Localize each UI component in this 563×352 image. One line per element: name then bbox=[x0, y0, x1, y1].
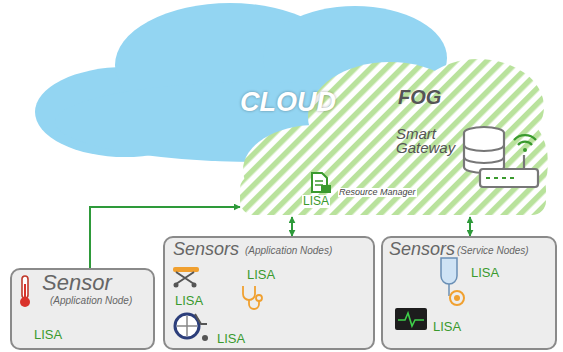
agent-label: LISA bbox=[217, 332, 245, 346]
connector-arrow bbox=[469, 217, 471, 236]
agent-label: LISA bbox=[34, 328, 62, 342]
region-title: CLOUD bbox=[240, 88, 336, 116]
iv-bag-icon bbox=[441, 258, 464, 305]
component-label: Resource Manager bbox=[338, 188, 417, 197]
box-subheading: (Application Nodes) bbox=[245, 246, 332, 257]
connector-arrow bbox=[291, 217, 293, 236]
sensor-group-box: Sensors (Application Nodes) LISA LISA LISA bbox=[163, 236, 375, 350]
box-subheading: (Application Node) bbox=[50, 296, 132, 307]
gateway-label: Smart Gateway bbox=[396, 127, 460, 156]
agent-label: LISA bbox=[433, 320, 461, 334]
box-subheading: (Service Nodes) bbox=[457, 246, 529, 257]
stretcher-icon bbox=[173, 267, 199, 288]
fog-region: FOG Smart GatewayLISA Resource Manager bbox=[240, 55, 548, 217]
box-heading: Sensor bbox=[42, 271, 112, 294]
sensor-group-box: Sensors(Service Nodes) LISA LISA bbox=[381, 236, 557, 350]
region-title: FOG bbox=[398, 87, 441, 108]
monitor-icon bbox=[395, 308, 427, 330]
thermometer-icon bbox=[20, 276, 30, 307]
agent-label: LISA bbox=[302, 195, 330, 208]
agent-label: LISA bbox=[175, 294, 203, 308]
resource-manager-icon bbox=[312, 173, 331, 193]
box-heading: Sensors bbox=[173, 240, 239, 259]
stethoscope-icon bbox=[243, 286, 262, 309]
box-heading: Sensors bbox=[389, 240, 455, 259]
agent-label: LISA bbox=[471, 266, 499, 280]
gateway-icon bbox=[464, 127, 538, 187]
agent-label: LISA bbox=[247, 268, 275, 282]
sensor-box: Sensor (Application Node) LISA bbox=[10, 268, 155, 350]
wheelchair-icon bbox=[175, 314, 208, 341]
